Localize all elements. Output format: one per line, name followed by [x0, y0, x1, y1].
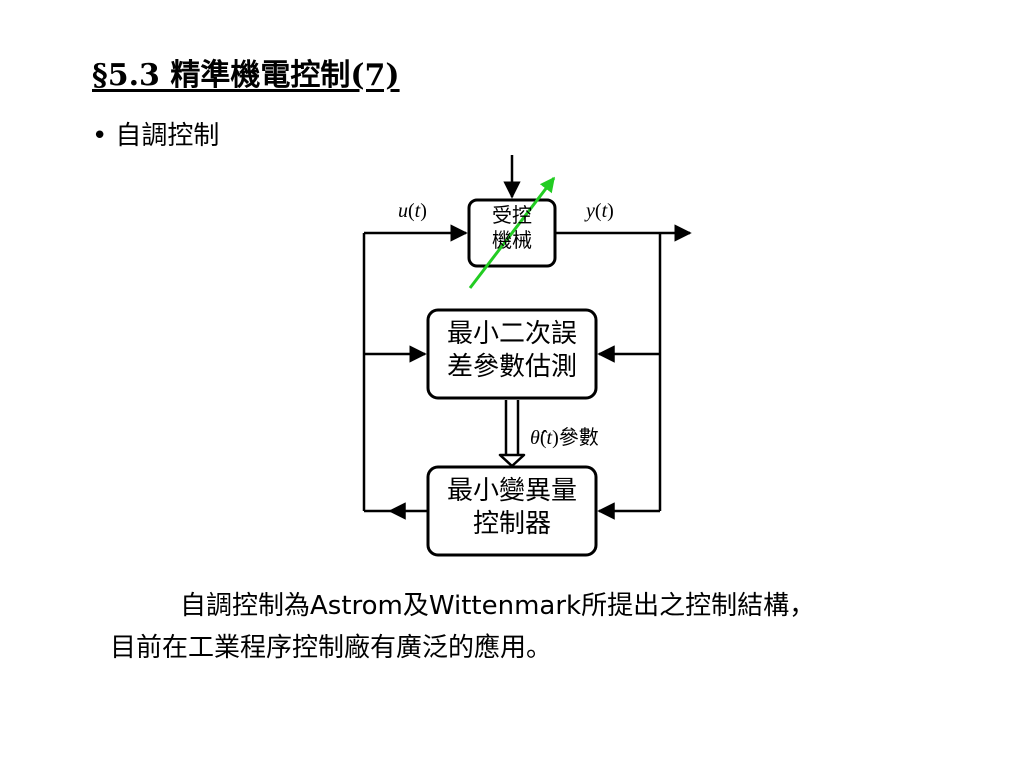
- description-line-2: 目前在工業程序控制廠有廣泛的應用。: [110, 633, 553, 663]
- bullet-text: 自調控制: [115, 121, 220, 151]
- parameter-arrow: [498, 400, 526, 468]
- estimator-block: [426, 308, 598, 400]
- parameter-label: θ̂(t)參數: [530, 425, 599, 449]
- estimator-label-line1: 最小二次誤: [446, 319, 577, 349]
- bullet-marker: •: [92, 121, 108, 151]
- input-label: u(t): [398, 200, 427, 222]
- bullet-item: •自調控制: [92, 115, 219, 152]
- estimator-label-line2: 差參數估測: [446, 351, 577, 382]
- controller-label-line1: 最小變異量: [446, 476, 577, 506]
- description-line-1: 自調控制為Astrom及Wittenmark所提出之控制結構，: [180, 591, 816, 621]
- controller-label-line2: 控制器: [472, 508, 551, 539]
- estimator-label: 最小二次誤 差參數估測: [428, 318, 596, 383]
- adaptation-arrow: [468, 176, 556, 289]
- plant-label-line2: 機械: [492, 228, 532, 252]
- plant-label: 受控 機械: [469, 203, 555, 253]
- description-paragraph: 自調控制為Astrom及Wittenmark所提出之控制結構， 目前在工業程序控…: [110, 585, 950, 669]
- output-label: y(t): [586, 200, 614, 222]
- controller-label: 最小變異量 控制器: [428, 475, 596, 540]
- plant-label-line1: 受控: [492, 203, 532, 227]
- page-title: §5.3 精準機電控制(7): [92, 58, 400, 93]
